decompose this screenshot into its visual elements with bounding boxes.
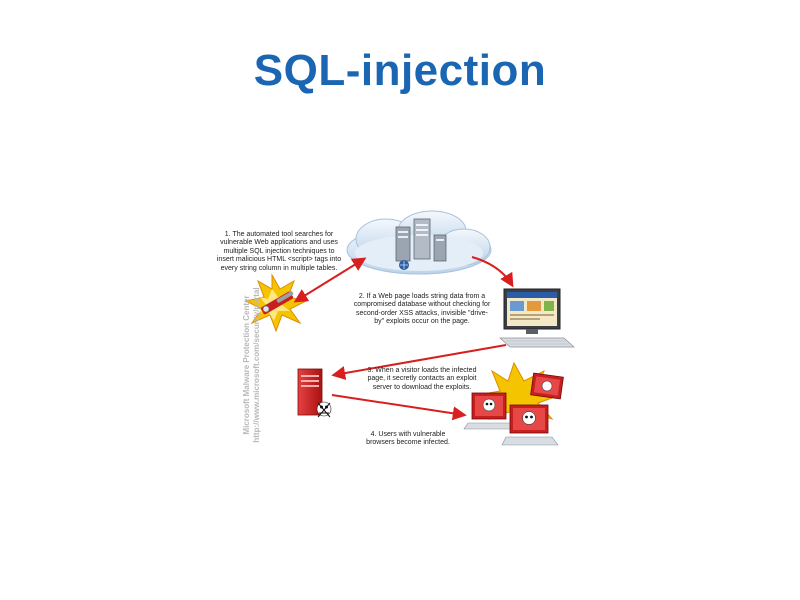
arrow-computer-to-server — [331, 344, 507, 380]
arrow-tool-to-cloud — [293, 257, 367, 303]
arrow-server-to-infected — [331, 394, 467, 421]
watermark: Microsoft Malware Protection Center http… — [242, 265, 262, 465]
infected-computers-icon — [463, 361, 564, 446]
web-page-computer-icon — [499, 288, 575, 348]
step-4-text: 4. Users with vulnerable browsers become… — [366, 431, 450, 447]
step-3-text: 3. When a visitor loads the infected pag… — [367, 367, 477, 391]
arrow-cloud-to-computer — [471, 256, 514, 288]
cloud-servers-icon — [346, 210, 492, 275]
step-2-text: 2. If a Web page loads string data from … — [353, 293, 491, 326]
watermark-line-2: http://www.microsoft.com/security/portal — [252, 287, 261, 443]
diagram-graphics — [244, 210, 575, 446]
slide-title: SQL-injection — [253, 46, 547, 95]
watermark-line-1: Microsoft Malware Protection Center — [242, 295, 251, 435]
step-1-text: 1. The automated tool searches for vulne… — [216, 231, 342, 272]
attack-tool-burst-icon — [244, 273, 308, 333]
flow-arrows — [293, 256, 514, 421]
exploit-server-icon — [297, 368, 332, 418]
sql-injection-diagram: 1. The automated tool searches for vulne… — [214, 205, 594, 465]
